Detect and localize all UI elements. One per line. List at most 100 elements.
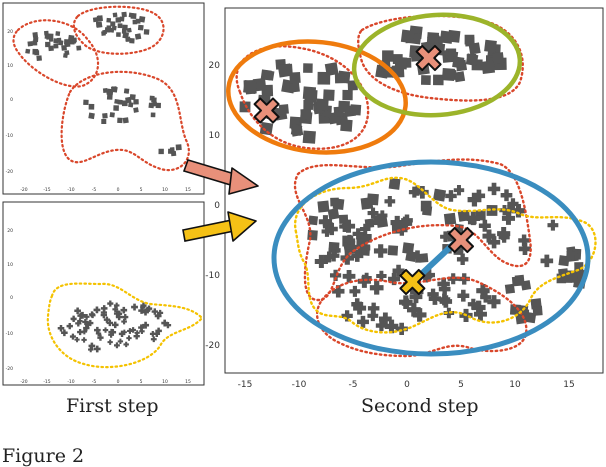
point-square [317, 71, 331, 85]
orange-cluster-circle [226, 39, 408, 155]
point-square [342, 89, 353, 101]
centroid-x-marker [415, 44, 442, 72]
point-square [484, 39, 497, 53]
point-square [432, 188, 447, 202]
point-plus [428, 292, 442, 305]
point-plus [456, 253, 469, 265]
x-tick-label: -5 [349, 380, 358, 390]
point-square [443, 212, 457, 226]
point-plus [120, 306, 128, 314]
y-tick-label: 10 [7, 63, 13, 69]
point-square [323, 89, 335, 101]
point-plus [395, 322, 408, 336]
point-square [422, 205, 433, 216]
point-plus [164, 321, 172, 329]
point-square [76, 45, 82, 51]
point-square [36, 55, 42, 61]
x-tick-label: 0 [404, 380, 410, 390]
point-square [492, 52, 505, 64]
point-plus [467, 192, 482, 207]
point-square [106, 17, 112, 23]
point-plus [357, 315, 369, 328]
point-plus [466, 211, 481, 226]
point-plus [142, 321, 150, 329]
point-plus [151, 308, 158, 315]
point-plus [518, 242, 532, 256]
point-square [464, 34, 475, 45]
first-step-cluster-outline-3 [60, 70, 190, 172]
point-square [32, 40, 38, 46]
point-square [514, 274, 525, 285]
point-square [259, 121, 274, 136]
point-plus [131, 303, 138, 311]
point-plus [318, 215, 333, 229]
point-plus [473, 307, 487, 321]
point-square [129, 94, 136, 101]
point-plus [453, 184, 465, 196]
point-plus [89, 312, 96, 319]
point-plus [480, 291, 492, 303]
x-tick-label: 5 [140, 379, 143, 385]
point-square [263, 70, 275, 81]
point-square [114, 98, 120, 105]
point-plus [353, 301, 367, 315]
point-square [158, 148, 164, 155]
centroid-x-marker [399, 268, 426, 296]
point-plus [87, 319, 94, 327]
point-plus [357, 241, 371, 255]
point-square [88, 112, 95, 120]
point-plus [357, 274, 371, 288]
point-plus [133, 333, 140, 340]
y-tick-label: 20 [209, 61, 221, 71]
point-plus [70, 316, 77, 322]
point-plus [412, 308, 427, 322]
point-plus [97, 334, 104, 341]
point-square [289, 71, 301, 84]
point-square [307, 229, 318, 241]
point-square [382, 50, 394, 62]
point-plus [406, 302, 421, 317]
point-square [135, 18, 141, 24]
point-square [338, 100, 350, 113]
point-square [290, 124, 303, 136]
point-plus [115, 313, 123, 321]
point-square [439, 30, 454, 44]
point-plus [373, 244, 388, 258]
point-square [394, 56, 408, 70]
point-plus [154, 312, 162, 320]
point-plus [343, 234, 356, 247]
point-plus [150, 336, 157, 343]
point-square [109, 112, 115, 118]
point-plus [61, 329, 68, 337]
point-plus [423, 269, 436, 281]
point-square [55, 31, 61, 37]
point-plus [139, 328, 145, 335]
point-square [288, 81, 300, 93]
point-square [128, 12, 134, 18]
point-square [277, 63, 292, 78]
point-square [25, 48, 31, 54]
point-plus [121, 318, 127, 325]
point-plus [314, 254, 328, 269]
first-step-top-points [25, 11, 182, 157]
point-plus [130, 327, 136, 333]
first-step-cluster-outline-1 [12, 19, 100, 88]
point-plus [471, 300, 486, 315]
point-square [45, 41, 51, 48]
point-square [27, 41, 33, 47]
point-plus [438, 283, 451, 296]
point-square [137, 24, 144, 31]
point-plus [346, 240, 360, 254]
point-plus [77, 329, 84, 336]
point-plus [112, 306, 119, 313]
x-tick-label: -5 [92, 187, 97, 193]
x-tick-label: -5 [92, 379, 97, 385]
point-plus [351, 249, 364, 262]
point-plus [487, 295, 501, 309]
x-tick-label: 15 [563, 380, 574, 390]
point-plus [482, 229, 496, 243]
point-square [481, 60, 496, 75]
point-square [465, 53, 479, 66]
point-square [83, 99, 89, 106]
point-plus [142, 308, 149, 316]
